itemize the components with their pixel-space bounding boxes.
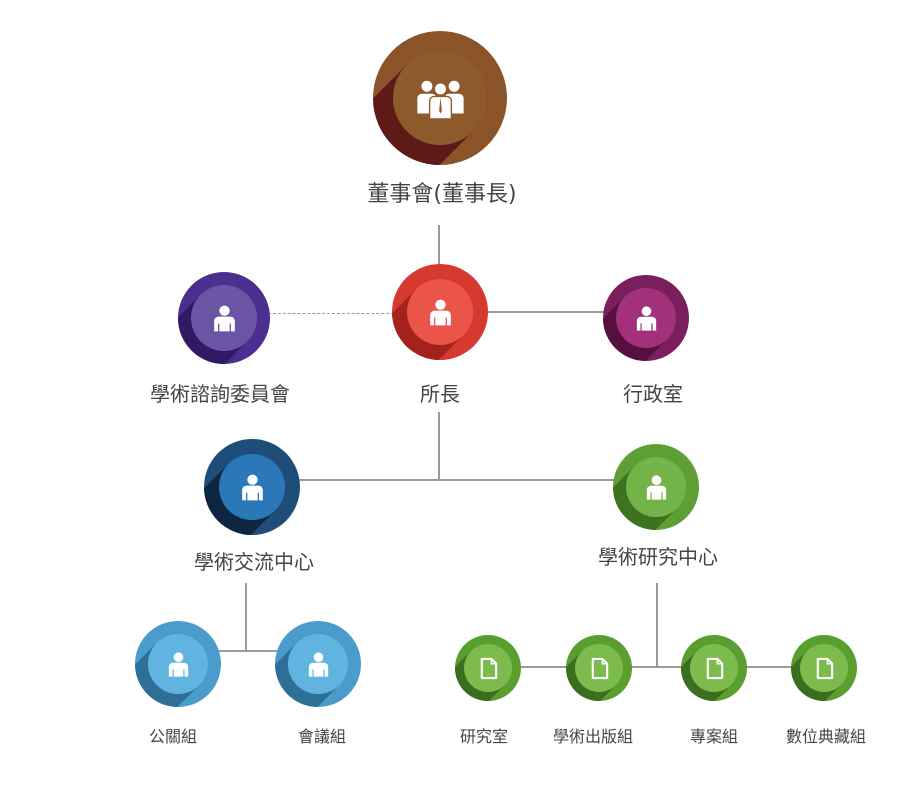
node-projects-label: 專案組 xyxy=(689,727,739,746)
node-meeting-inner xyxy=(288,634,348,694)
group-icon xyxy=(416,74,465,123)
node-exchange-label: 學術交流中心 xyxy=(194,550,314,574)
node-board-circle[interactable] xyxy=(373,31,507,165)
document-icon xyxy=(588,657,611,680)
node-exchange-inner xyxy=(219,454,285,520)
connector-research-down xyxy=(656,583,658,668)
node-advisory-circle[interactable] xyxy=(178,272,270,364)
node-publishing-label: 學術出版組 xyxy=(552,727,634,746)
person-icon xyxy=(164,650,193,679)
node-admin-label: 行政室 xyxy=(623,382,683,406)
node-lab-inner xyxy=(464,644,512,692)
node-research-inner xyxy=(626,457,686,517)
document-icon xyxy=(813,657,836,680)
node-pr-inner xyxy=(148,634,208,694)
node-director-circle[interactable] xyxy=(392,264,488,360)
connector-research-groups xyxy=(518,666,792,668)
node-advisory-inner xyxy=(191,285,257,351)
node-pr-label: 公關組 xyxy=(148,727,198,746)
connector-board-director xyxy=(438,225,440,267)
node-admin-inner xyxy=(616,288,676,348)
document-icon xyxy=(703,657,726,680)
node-admin-circle[interactable] xyxy=(603,275,689,361)
person-icon xyxy=(425,297,456,328)
connector-director-admin xyxy=(486,311,606,313)
node-director-label: 所長 xyxy=(420,382,460,406)
connector-exchange-groups xyxy=(218,650,278,652)
node-pr-circle[interactable] xyxy=(135,621,221,707)
node-digital-circle[interactable] xyxy=(791,635,857,701)
node-research-label: 學術研究中心 xyxy=(598,545,718,569)
connector-director-advisory-dashed xyxy=(268,313,394,314)
person-icon xyxy=(642,473,671,502)
node-publishing-inner xyxy=(575,644,623,692)
node-digital-inner xyxy=(800,644,848,692)
document-icon xyxy=(477,657,500,680)
node-projects-inner xyxy=(690,644,738,692)
node-director-inner xyxy=(407,279,473,345)
person-icon xyxy=(632,304,661,333)
connector-director-centers xyxy=(438,412,440,481)
node-lab-circle[interactable] xyxy=(455,635,521,701)
node-exchange-circle[interactable] xyxy=(204,439,300,535)
node-meeting-circle[interactable] xyxy=(275,621,361,707)
person-icon xyxy=(209,303,240,334)
person-icon xyxy=(237,472,268,503)
node-digital-label: 數位典藏組 xyxy=(785,727,867,746)
node-lab-label: 研究室 xyxy=(459,727,509,746)
node-publishing-circle[interactable] xyxy=(566,635,632,701)
node-research-circle[interactable] xyxy=(613,444,699,530)
node-meeting-label: 會議組 xyxy=(297,727,347,746)
person-icon xyxy=(304,650,333,679)
node-advisory-label: 學術諮詢委員會 xyxy=(150,382,290,406)
connector-exchange-down xyxy=(245,583,247,652)
connector-centers-horizontal xyxy=(298,479,614,481)
node-projects-circle[interactable] xyxy=(681,635,747,701)
node-board-label: 董事會(董事長) xyxy=(367,182,517,207)
node-board-inner xyxy=(393,51,487,145)
